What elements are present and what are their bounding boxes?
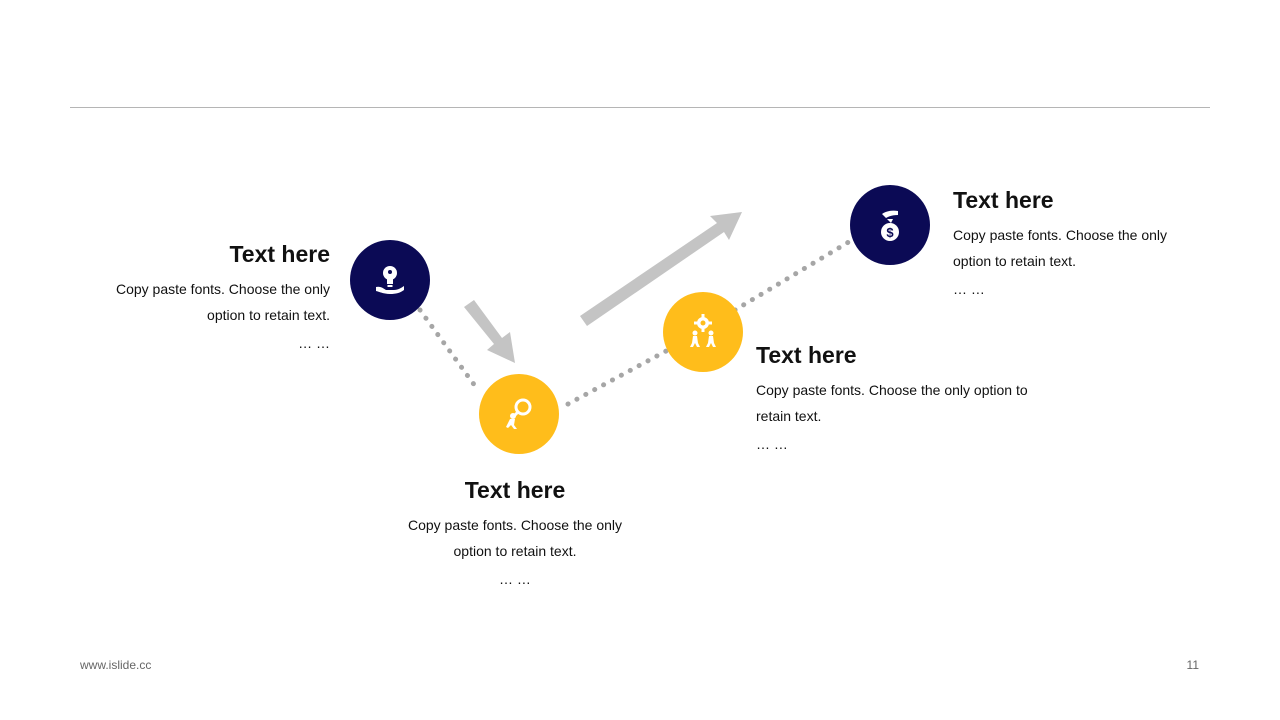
footer-url[interactable]: www.islide.cc (80, 658, 152, 672)
step-1-text: Text here Copy paste fonts. Choose the o… (80, 240, 330, 356)
step-3-title: Text here (756, 342, 857, 368)
step-3-ellipsis: … … (756, 436, 788, 452)
step-3-circle (663, 292, 743, 372)
page-number: 11 (1186, 658, 1199, 672)
header-divider (70, 107, 1210, 108)
step-2-body: Copy paste fonts. Choose the only option… (407, 517, 623, 559)
step-4-body: Copy paste fonts. Choose the only option… (953, 227, 1168, 269)
step-4-circle: $ (850, 185, 930, 265)
step-2-ellipsis: … … (499, 571, 531, 587)
step-4-ellipsis: … … (953, 281, 985, 297)
step-3-text: Text here Copy paste fonts. Choose the o… (756, 341, 1056, 457)
step-3-body: Copy paste fonts. Choose the only option… (756, 382, 1028, 424)
person-with-magnifier-icon (506, 398, 532, 429)
step-1-circle (350, 240, 430, 320)
step-2-text: Text here Copy paste fonts. Choose the o… (390, 476, 640, 592)
hand-money-bag-icon: $ (881, 210, 899, 241)
step-2-circle (479, 374, 559, 454)
step-1-title: Text here (229, 241, 330, 267)
lightbulb-hand-icon (376, 266, 404, 294)
svg-text:$: $ (886, 225, 894, 240)
people-with-gear-icon (690, 314, 716, 347)
step-2-title: Text here (464, 477, 566, 503)
step-1-ellipsis: … … (298, 335, 330, 351)
connector-1-2 (417, 307, 481, 393)
up-arrow (580, 212, 742, 326)
down-arrow (464, 300, 515, 363)
connector-3-4 (732, 237, 855, 313)
step-1-body: Copy paste fonts. Choose the only option… (115, 281, 330, 323)
step-4-text: Text here Copy paste fonts. Choose the o… (953, 186, 1193, 302)
step-4-title: Text here (953, 187, 1054, 213)
connector-2-3 (565, 347, 671, 407)
